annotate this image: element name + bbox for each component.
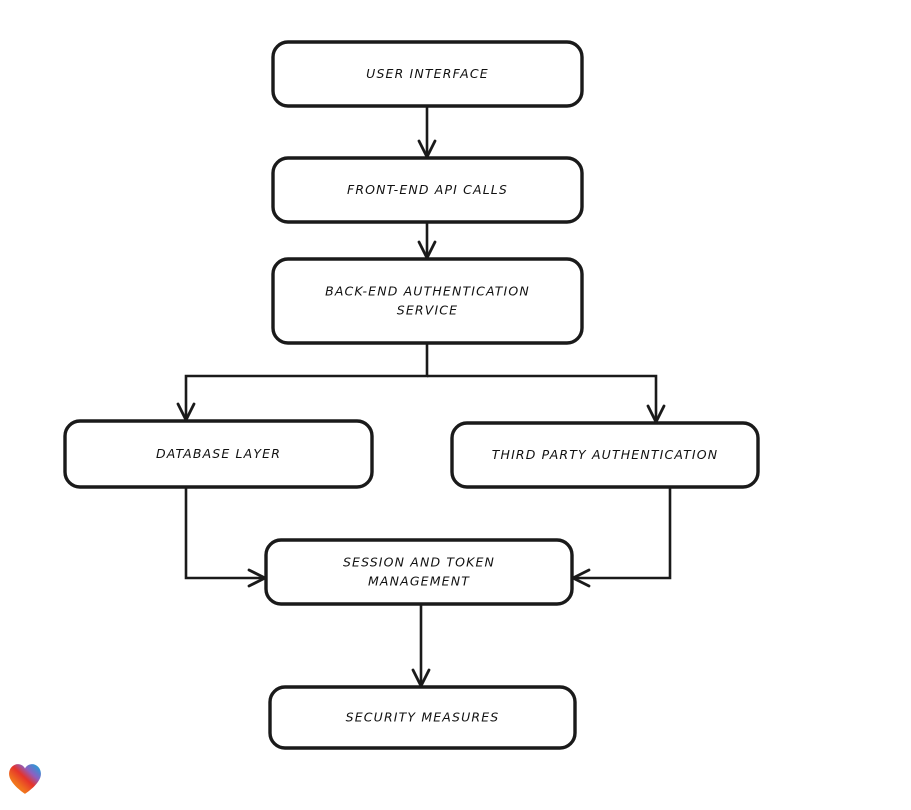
edge-backend-to-database <box>176 343 429 422</box>
edge-ui-to-api <box>417 106 437 159</box>
edge-line <box>427 374 658 421</box>
node-third-party-authentication[interactable]: THIRD PARTY AUTHENTICATION <box>450 421 760 489</box>
node-label: DATABASE LAYER <box>156 446 281 461</box>
node-box[interactable] <box>271 156 584 224</box>
edge-line <box>184 487 264 580</box>
node-database-layer[interactable]: DATABASE LAYER <box>63 419 374 489</box>
nodes-layer: USER INTERFACE FRONT-END API CALLS BACK-EN… <box>63 40 760 750</box>
edge-line <box>574 487 672 580</box>
edge-api-to-backend <box>417 222 437 260</box>
heart-icon <box>8 763 42 795</box>
node-front-end-api-calls[interactable]: FRONT-END API CALLS <box>271 156 584 224</box>
node-label: THIRD PARTY AUTHENTICATION <box>492 447 719 462</box>
node-box[interactable] <box>450 421 760 489</box>
node-security-measures[interactable]: SECURITY MEASURES <box>268 685 577 750</box>
node-box[interactable] <box>271 40 584 108</box>
node-box[interactable] <box>271 257 584 345</box>
edge-database-to-session <box>184 487 267 588</box>
edge-backend-to-third-party <box>427 374 666 424</box>
node-box[interactable] <box>264 538 574 606</box>
node-label: USER INTERFACE <box>366 66 489 81</box>
edge-third-party-to-session <box>571 487 672 588</box>
node-user-interface[interactable]: USER INTERFACE <box>271 40 584 108</box>
node-label: FRONT-END API CALLS <box>347 182 508 197</box>
node-box[interactable] <box>63 419 374 489</box>
node-box[interactable] <box>268 685 577 750</box>
node-label: SECURITY MEASURES <box>346 709 500 724</box>
edge-line <box>184 343 429 419</box>
edge-session-to-security <box>411 604 431 688</box>
